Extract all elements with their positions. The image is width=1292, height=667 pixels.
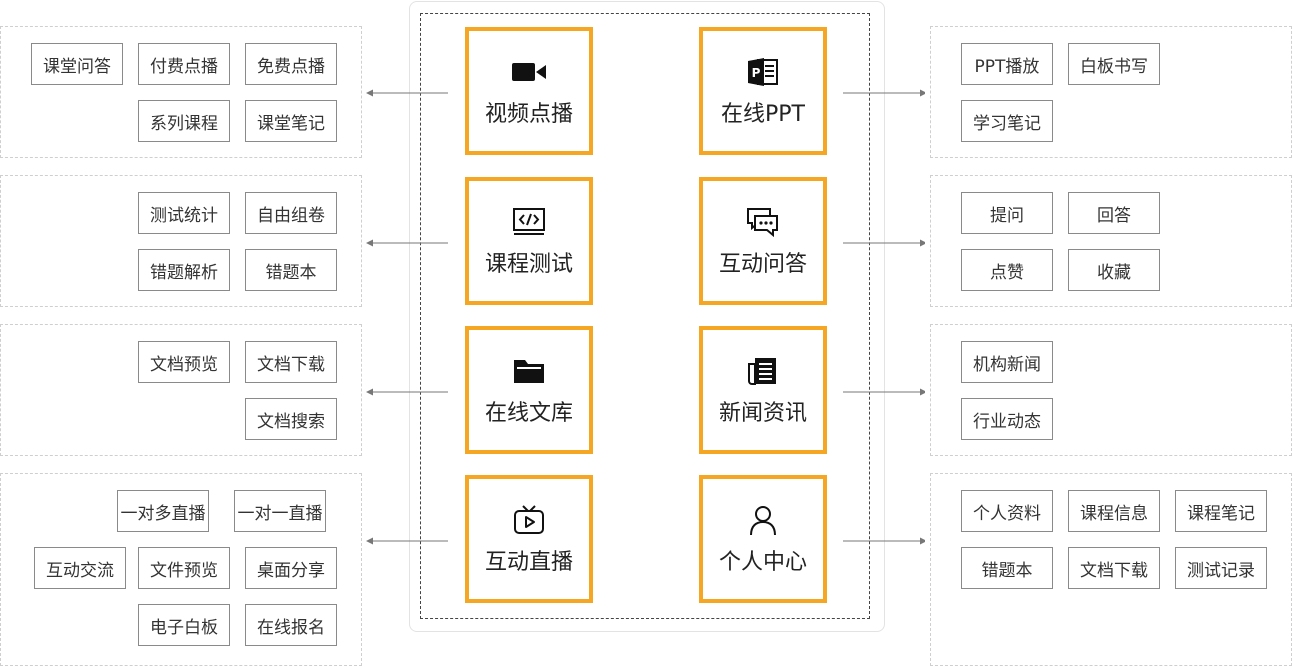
module-label: 个人中心 [718,550,807,575]
module-library[interactable]: 在线文库 [465,326,593,454]
center-container [409,1,885,632]
module-label: 在线PPT [721,102,805,127]
feature-tag[interactable]: 电子白板 [138,604,230,646]
feature-tag[interactable]: 点赞 [961,249,1053,291]
feature-tag[interactable]: 回答 [1068,192,1160,234]
connector-arrow-right-1 [843,239,925,247]
feature-tag[interactable]: 在线报名 [245,604,337,646]
module-test[interactable]: 课程测试 [465,177,593,305]
connector-arrow-left-1 [366,239,448,247]
feature-tag[interactable]: 系列课程 [138,100,230,142]
folder-icon [513,356,545,386]
feature-panel-library [0,324,362,456]
module-personal[interactable]: 个人中心 [699,475,827,603]
feature-tag[interactable]: 文档下载 [245,341,337,383]
feature-tag[interactable]: 机构新闻 [961,341,1053,383]
feature-tag[interactable]: 一对多直播 [117,490,209,532]
module-label: 课程测试 [484,252,573,277]
connector-arrow-right-0 [843,89,925,97]
feature-tag[interactable]: 收藏 [1068,249,1160,291]
connector-arrow-left-3 [366,537,448,545]
tv-play-icon [513,505,545,535]
connector-arrow-left-2 [366,388,448,396]
feature-tag[interactable]: 课堂问答 [31,43,123,85]
feature-tag[interactable]: 文件预览 [138,547,230,589]
feature-tag[interactable]: 课堂笔记 [245,100,337,142]
module-live[interactable]: 互动直播 [465,475,593,603]
feature-panel-video [0,26,362,158]
feature-panel-test [0,175,362,307]
powerpoint-icon: P [748,57,778,87]
feature-tag[interactable]: 个人资料 [961,490,1053,532]
video-camera-icon [512,57,546,87]
feature-tag[interactable]: 学习笔记 [961,100,1053,142]
feature-tag[interactable]: 一对一直播 [234,490,326,532]
feature-tag[interactable]: 课程笔记 [1175,490,1267,532]
feature-tag[interactable]: 付费点播 [138,43,230,85]
feature-tag[interactable]: 免费点播 [245,43,337,85]
feature-tag[interactable]: 课程信息 [1068,490,1160,532]
feature-tag[interactable]: 错题本 [961,547,1053,589]
connector-arrow-right-3 [843,537,925,545]
feature-tag[interactable]: 自由组卷 [245,192,337,234]
feature-tag[interactable]: 文档预览 [138,341,230,383]
feature-tag[interactable]: PPT播放 [961,43,1053,85]
user-icon [748,505,778,536]
center-dashed-frame [420,13,870,619]
module-label: 互动直播 [484,550,573,575]
module-ppt[interactable]: P 在线PPT [699,27,827,155]
module-label: 在线文库 [484,401,573,426]
module-label: 视频点播 [484,102,573,127]
chat-bubbles-icon [746,207,780,237]
module-label: 互动问答 [718,252,807,277]
feature-panel-live [0,473,362,666]
feature-tag[interactable]: 白板书写 [1068,43,1160,85]
connector-arrow-left-0 [366,89,448,97]
connector-arrow-right-2 [843,388,925,396]
feature-tag[interactable]: 互动交流 [34,547,126,589]
feature-tag[interactable]: 测试统计 [138,192,230,234]
module-video[interactable]: 视频点播 [465,27,593,155]
feature-tag[interactable]: 桌面分享 [245,547,337,589]
feature-tag[interactable]: 行业动态 [961,398,1053,440]
module-qa[interactable]: 互动问答 [699,177,827,305]
feature-tag[interactable]: 测试记录 [1175,547,1267,589]
feature-tag[interactable]: 错题解析 [138,249,230,291]
feature-tag[interactable]: 文档下载 [1068,547,1160,589]
newspaper-icon [748,356,778,386]
feature-tag[interactable]: 错题本 [245,249,337,291]
module-label: 新闻资讯 [718,401,807,426]
feature-tag[interactable]: 文档搜索 [245,398,337,440]
module-news[interactable]: 新闻资讯 [699,326,827,454]
svg-text:P: P [752,66,761,80]
code-monitor-icon [512,207,546,237]
feature-tag[interactable]: 提问 [961,192,1053,234]
